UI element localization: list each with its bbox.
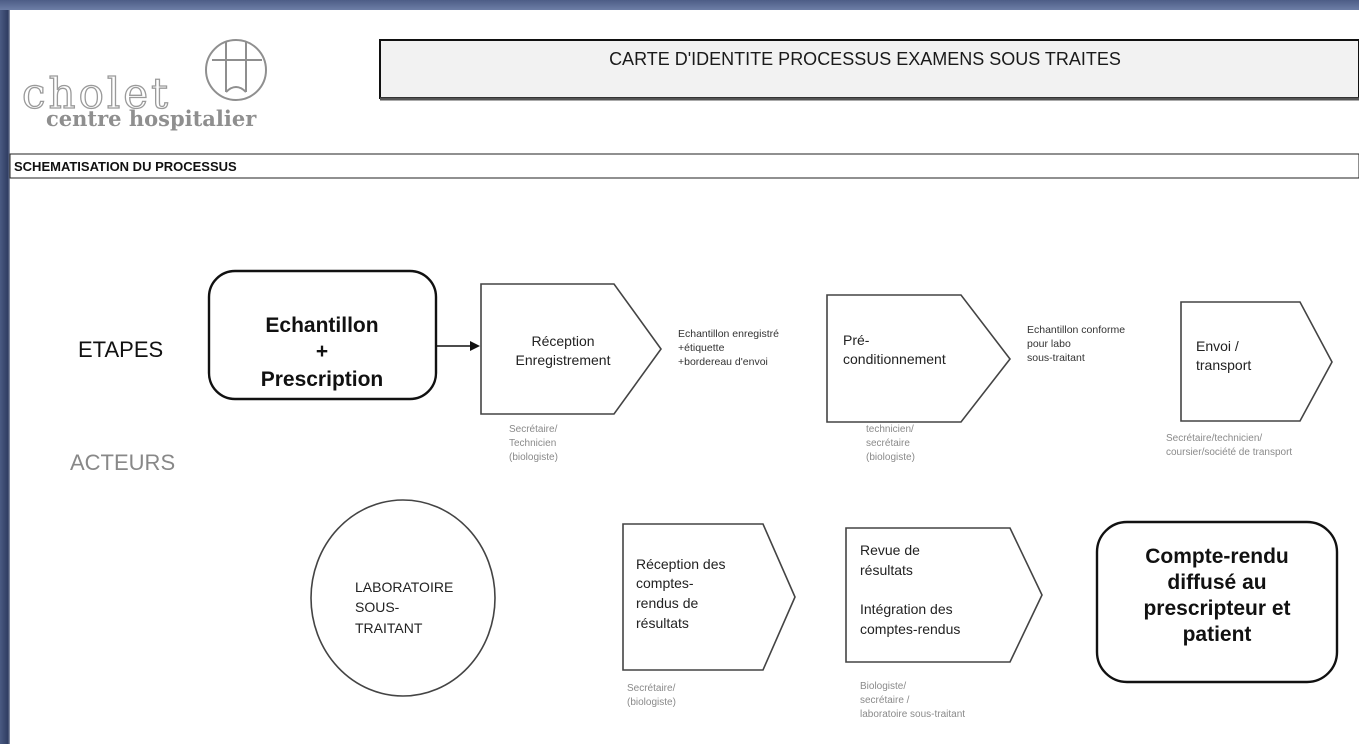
node-reception-enregistrement: Réception Enregistrement (480, 283, 662, 415)
svg-text:résultats: résultats (636, 615, 689, 631)
svg-text:Echantillon enregistré: Echantillon enregistré (678, 328, 779, 340)
svg-text:coursier/société de transport: coursier/société de transport (1166, 447, 1292, 458)
svg-text:transport: transport (1196, 357, 1251, 373)
svg-text:centre hospitalier: centre hospitalier (46, 106, 257, 131)
svg-text:Prescription: Prescription (261, 368, 384, 391)
svg-text:(biologiste): (biologiste) (627, 697, 676, 708)
svg-text:cholet: cholet (22, 69, 171, 118)
svg-text:pour labo: pour labo (1027, 338, 1071, 350)
svg-text:comptes-: comptes- (636, 575, 694, 591)
svg-text:+étiquette: +étiquette (678, 342, 725, 354)
svg-text:résultats: résultats (860, 562, 913, 578)
svg-text:Pré-: Pré- (843, 332, 870, 348)
svg-text:Réception: Réception (531, 333, 594, 349)
page-title: CARTE D'IDENTITE PROCESSUS EXAMENS SOUS … (609, 49, 1121, 69)
svg-text:Revue de: Revue de (860, 542, 920, 558)
section-header: SCHEMATISATION DU PROCESSUS (9, 153, 1359, 179)
actors-reception: Secrétaire/ Technicien (biologiste) (509, 424, 558, 463)
svg-text:+bordereau d'envoi: +bordereau d'envoi (678, 356, 768, 368)
svg-text:Enregistrement: Enregistrement (516, 352, 611, 368)
svg-text:patient: patient (1183, 623, 1252, 646)
svg-text:Envoi /: Envoi / (1196, 338, 1239, 354)
title-box: CARTE D'IDENTITE PROCESSUS EXAMENS SOUS … (379, 39, 1359, 101)
actors-envoi: Secrétaire/technicien/ coursier/société … (1166, 433, 1292, 458)
actors-reception-cr: Secrétaire/ (biologiste) (627, 683, 676, 708)
flow-arrow (436, 341, 480, 351)
svg-text:Echantillon: Echantillon (265, 314, 378, 337)
svg-text:conditionnement: conditionnement (843, 351, 946, 367)
node-compte-rendu-diffuse: Compte-rendu diffusé au prescripteur et … (1095, 520, 1339, 684)
svg-text:laboratoire sous-traitant: laboratoire sous-traitant (860, 709, 965, 720)
svg-text:SOUS-: SOUS- (355, 599, 400, 615)
svg-text:sous-traitant: sous-traitant (1027, 352, 1085, 364)
svg-text:Secrétaire/technicien/: Secrétaire/technicien/ (1166, 433, 1262, 444)
svg-text:(biologiste): (biologiste) (866, 452, 915, 463)
annotation-after-precond: Echantillon conforme pour labo sous-trai… (1027, 324, 1125, 364)
window-topbar (0, 0, 1359, 10)
svg-text:Echantillon conforme: Echantillon conforme (1027, 324, 1125, 336)
node-envoi-transport: Envoi / transport (1180, 301, 1333, 422)
node-preconditionnement: Pré- conditionnement (826, 294, 1012, 423)
svg-text:comptes-rendus: comptes-rendus (860, 621, 960, 637)
svg-text:rendus de: rendus de (636, 595, 698, 611)
annotation-after-reception: Echantillon enregistré +étiquette +borde… (678, 328, 779, 368)
section-title: SCHEMATISATION DU PROCESSUS (14, 159, 237, 174)
svg-text:TRAITANT: TRAITANT (355, 620, 423, 636)
logo-emblem-icon (205, 39, 267, 101)
svg-text:technicien/: technicien/ (866, 424, 914, 435)
node-laboratoire-sous-traitant: LABORATOIRE SOUS- TRAITANT (310, 499, 496, 697)
svg-text:Biologiste/: Biologiste/ (860, 681, 906, 692)
svg-text:Technicien: Technicien (509, 438, 556, 449)
svg-text:LABORATOIRE: LABORATOIRE (355, 579, 453, 595)
svg-text:secrétaire: secrétaire (866, 438, 910, 449)
svg-text:(biologiste): (biologiste) (509, 452, 558, 463)
node-reception-comptes-rendus: Réception des comptes- rendus de résulta… (622, 523, 796, 671)
svg-text:Compte-rendu: Compte-rendu (1145, 545, 1289, 568)
svg-text:Réception des: Réception des (636, 556, 726, 572)
node-echantillon-prescription: Echantillon + Prescription (207, 269, 438, 401)
svg-text:secrétaire /: secrétaire / (860, 695, 910, 706)
svg-text:Intégration des: Intégration des (860, 601, 953, 617)
svg-text:diffusé au: diffusé au (1167, 571, 1266, 594)
svg-text:Secrétaire/: Secrétaire/ (509, 424, 558, 435)
svg-text:prescripteur et: prescripteur et (1143, 597, 1290, 620)
actors-revue: Biologiste/ secrétaire / laboratoire sou… (860, 681, 965, 720)
row-label-etapes: ETAPES (78, 337, 163, 362)
svg-text:Secrétaire/: Secrétaire/ (627, 683, 676, 694)
actors-precond: technicien/ secrétaire (biologiste) (866, 424, 915, 463)
svg-text:+: + (316, 340, 328, 363)
node-revue-resultats: Revue de résultats Intégration des compt… (845, 527, 1043, 663)
row-label-acteurs: ACTEURS (70, 450, 175, 475)
hospital-logo: cholet centre hospitalier (21, 39, 267, 131)
